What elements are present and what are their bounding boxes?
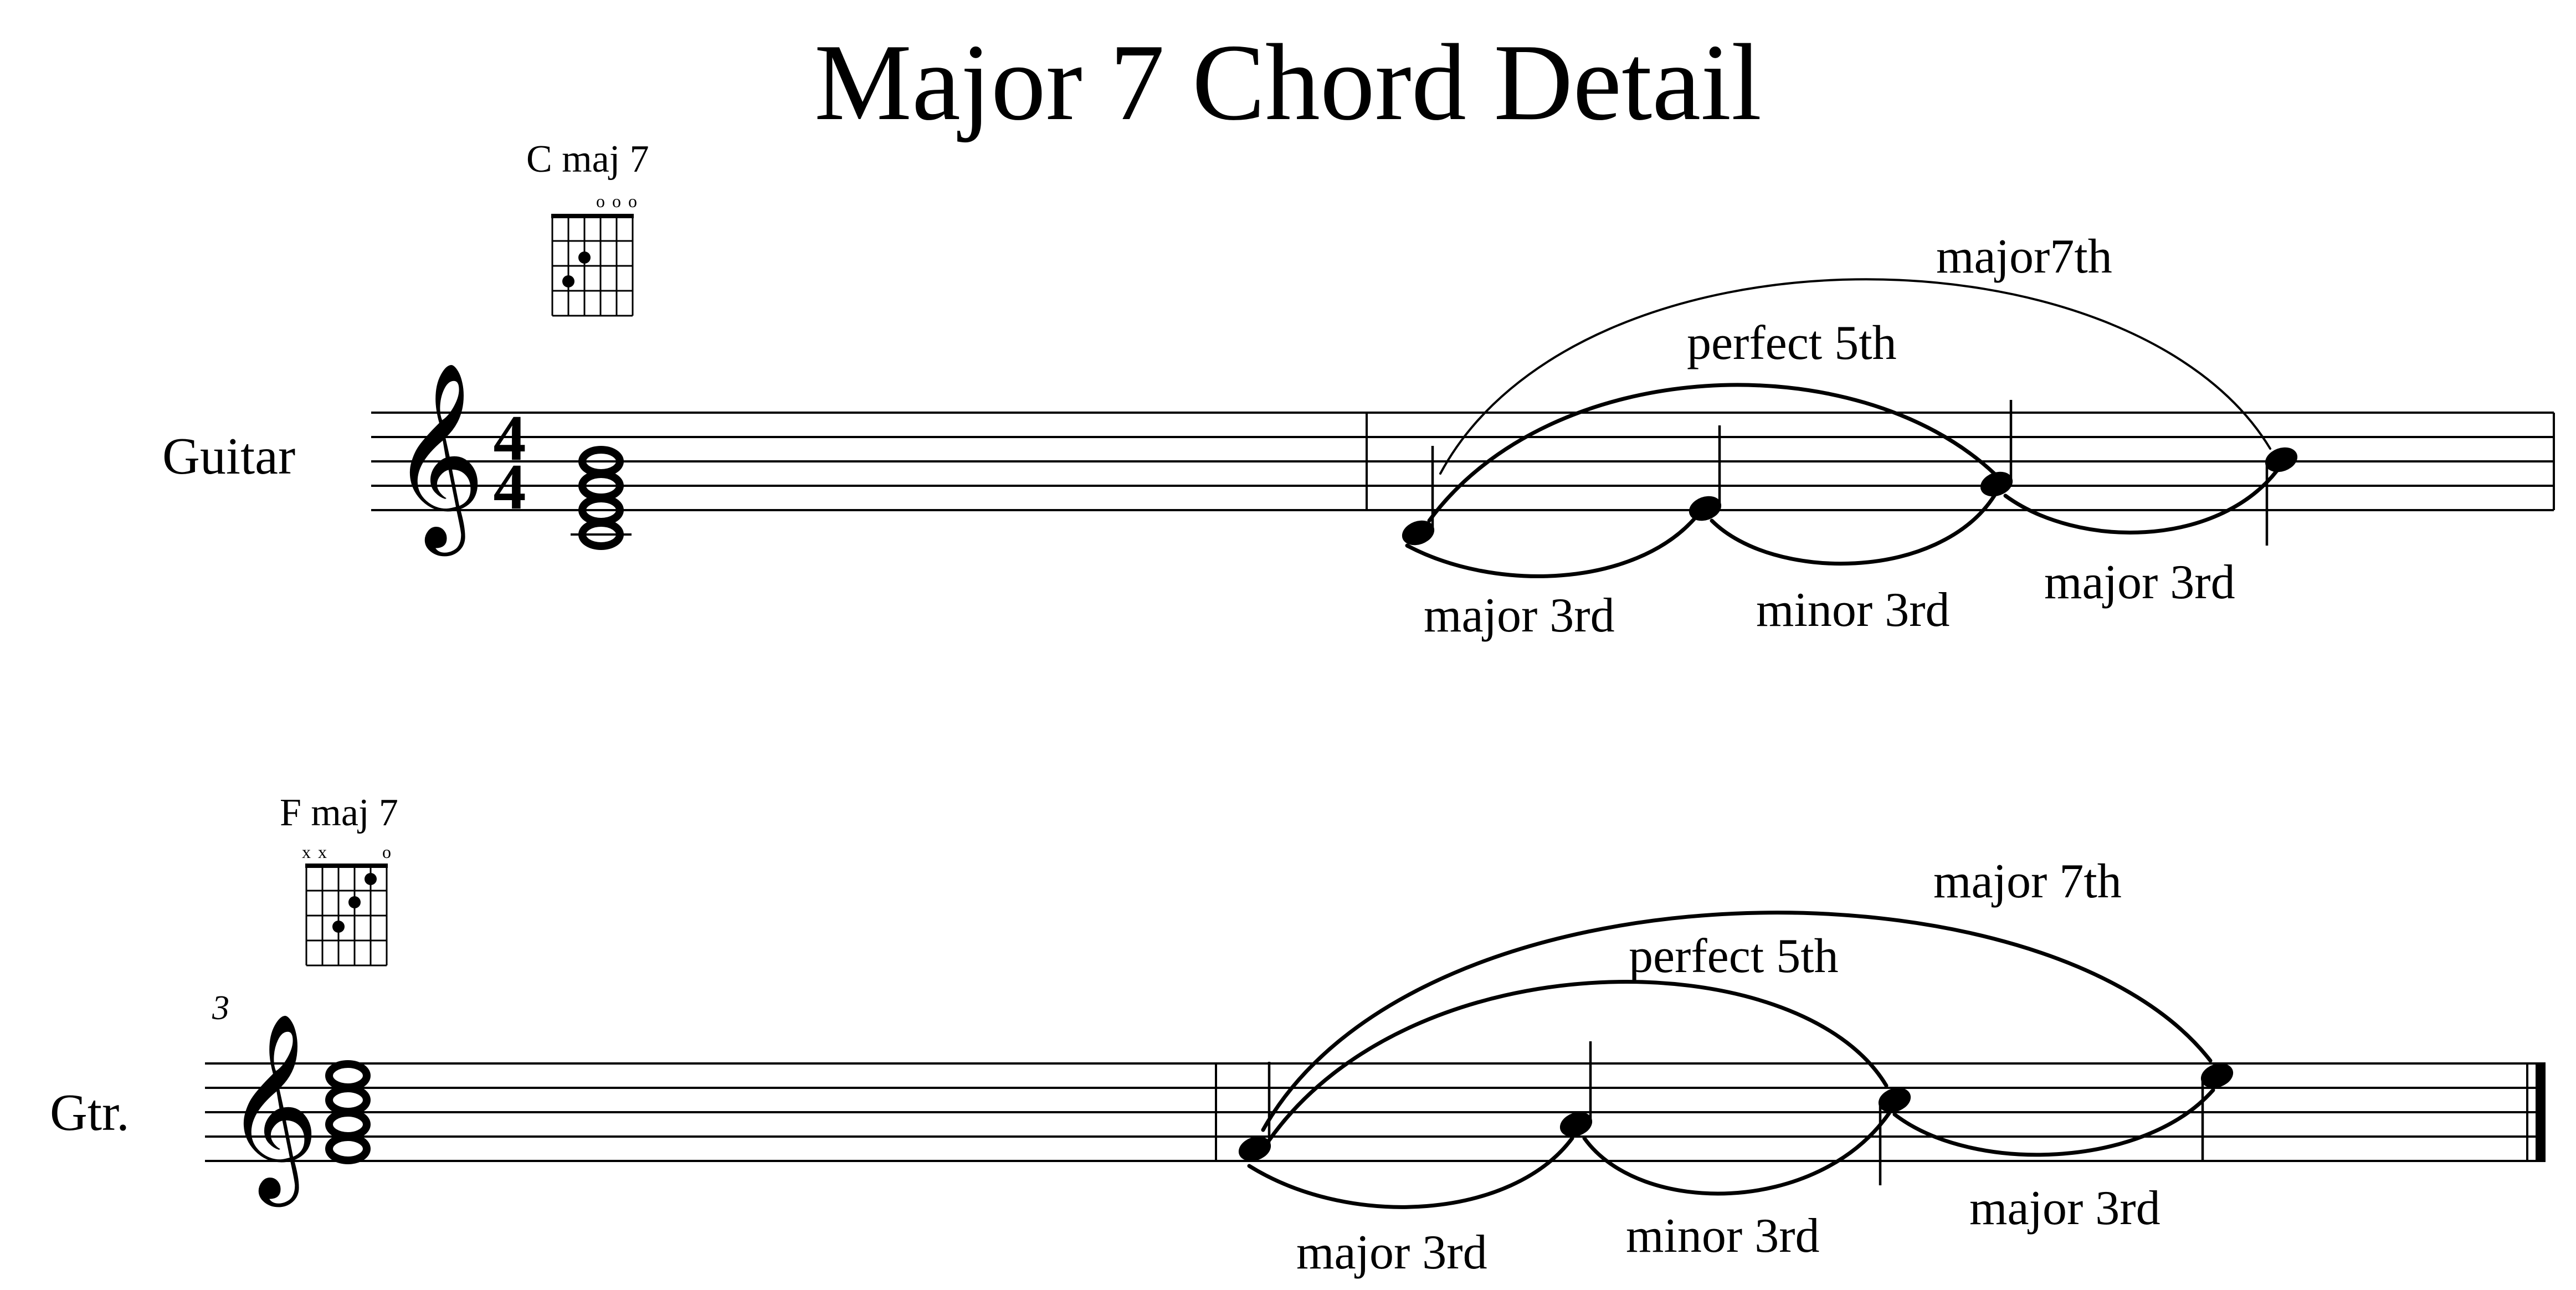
interval-slur: [1405, 516, 1697, 578]
interval-label-outer: major 7th: [1933, 855, 2122, 908]
interval-slur: [1247, 1136, 1574, 1209]
interval-slur: [1261, 911, 2213, 1132]
string-marker: o: [596, 191, 605, 211]
interval-label-outer: major7th: [1936, 230, 2112, 284]
interval-label-middle: perfect 5th: [1687, 316, 1897, 370]
interval-slur: [1427, 383, 1997, 523]
interval-label-step: major 3rd: [1424, 589, 1615, 643]
arpeggio-notes: [1402, 400, 2298, 546]
chord-diagram: x x o: [302, 842, 391, 967]
score-title: Major 7 Chord Detail: [814, 22, 1762, 143]
finger-dot: [365, 873, 377, 885]
system-2: 3 Gtr. F maj 7 x x: [50, 792, 2546, 1279]
instrument-label: Gtr.: [50, 1084, 130, 1142]
chord-symbol: F maj 7: [280, 792, 398, 834]
instrument-label: Guitar: [162, 428, 295, 485]
staff: [371, 412, 2555, 511]
staff: [205, 1062, 2546, 1162]
block-chord: [325, 1060, 371, 1164]
interval-slur: [2003, 469, 2279, 534]
whole-note: [325, 1109, 371, 1140]
interval-slur: [1582, 1111, 1891, 1196]
quarter-note: [1689, 496, 1722, 521]
whole-note: [325, 1085, 371, 1116]
quarter-note: [1238, 1136, 1271, 1161]
interval-label-step: minor 3rd: [1756, 583, 1950, 637]
whole-note: [325, 1133, 371, 1164]
interval-label-step: major 3rd: [2044, 556, 2235, 609]
system-1: Guitar C maj 7 o o: [162, 138, 2555, 643]
block-chord: [571, 446, 632, 550]
arpeggio-notes: [1238, 1041, 2234, 1185]
quarter-note: [1980, 471, 2013, 497]
interval-slur: [1266, 980, 1889, 1143]
interval-label-step: major 3rd: [1969, 1181, 2161, 1235]
string-marker: x: [302, 842, 311, 862]
interval-label-middle: perfect 5th: [1629, 929, 1839, 983]
whole-note: [325, 1060, 371, 1091]
whole-note: [578, 446, 624, 477]
final-barline: [2536, 1062, 2546, 1162]
finger-dot: [578, 251, 591, 264]
interval-label-step: major 3rd: [1296, 1226, 1487, 1279]
quarter-note: [1402, 520, 1435, 546]
finger-dot: [332, 921, 345, 933]
measure-number: 3: [212, 989, 229, 1027]
string-marker: o: [612, 191, 621, 211]
string-marker: o: [628, 191, 637, 211]
interval-slur: [1892, 1088, 2215, 1157]
quarter-note: [1559, 1112, 1593, 1137]
finger-dot: [348, 896, 361, 908]
time-signature-denominator: 4: [494, 450, 526, 523]
interval-slur: [1439, 278, 2271, 475]
interval-slur: [1710, 494, 1997, 566]
quarter-note: [1878, 1087, 1911, 1113]
string-marker: x: [318, 842, 327, 862]
quarter-note: [2265, 447, 2298, 472]
treble-clef-icon: 𝄞: [224, 1015, 319, 1208]
interval-label-step: minor 3rd: [1626, 1209, 1820, 1263]
string-marker: o: [382, 842, 391, 862]
time-signature-numerator: 4: [494, 402, 526, 474]
treble-clef-icon: 𝄞: [391, 364, 485, 557]
finger-dot: [562, 275, 574, 287]
chord-diagram: o o o: [551, 191, 637, 317]
quarter-note: [2200, 1063, 2234, 1088]
chord-symbol: C maj 7: [526, 138, 649, 181]
